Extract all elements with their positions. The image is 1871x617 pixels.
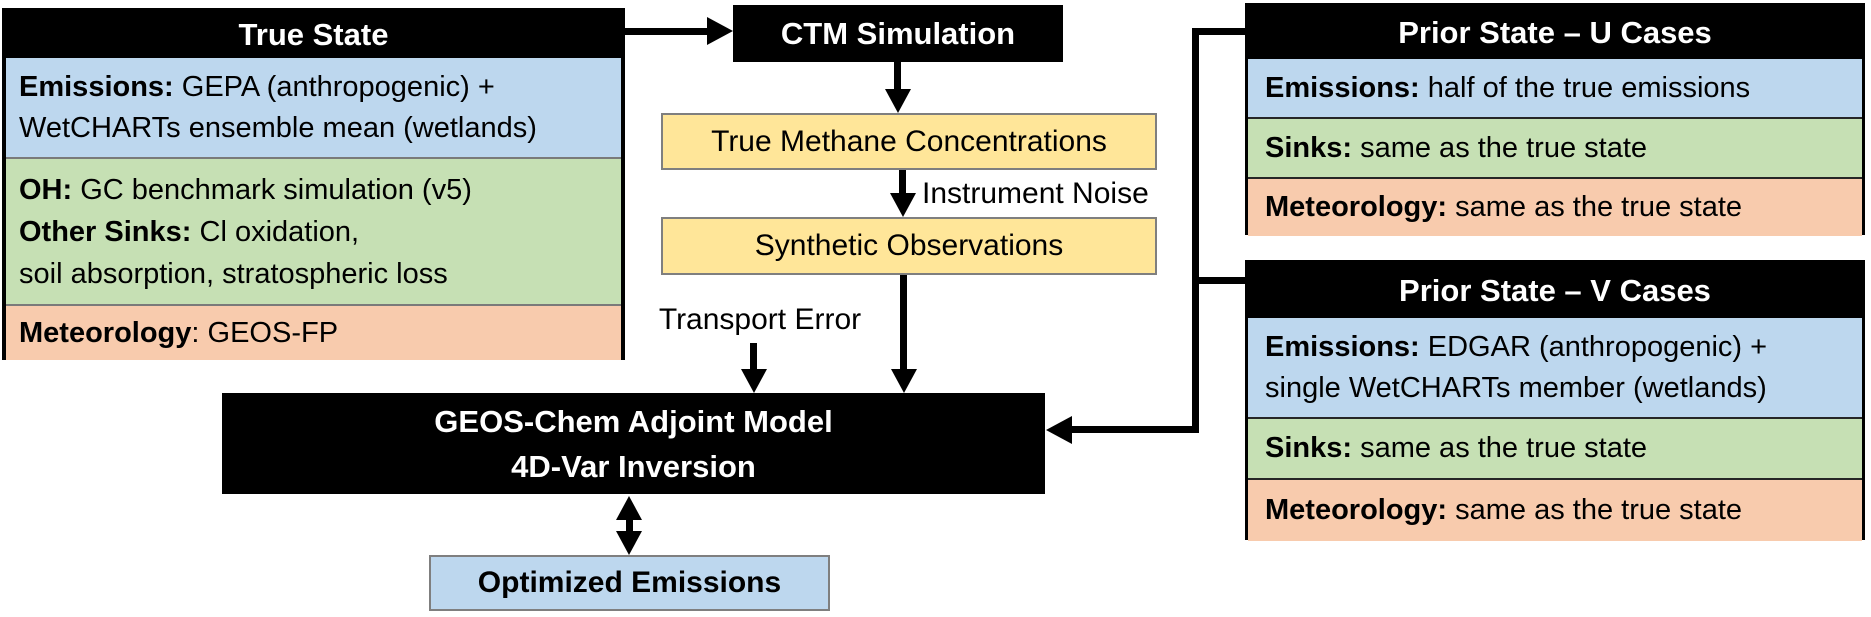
prior-connector-top-segment: [1192, 28, 1245, 35]
arrow-concentrations-to-observations-line: [899, 170, 906, 194]
adjoint-model-line1: GEOS-Chem Adjoint Model: [434, 403, 833, 439]
transport-error-label: Transport Error: [658, 303, 862, 336]
emissions-line1: Emissions: GEPA (anthropogenic) +: [19, 70, 495, 103]
arrow-adjoint-optimized-line: [626, 517, 633, 534]
prior-v-sinks-section: Sinks: same as the true state: [1248, 417, 1862, 478]
true-state-header: True State: [6, 12, 621, 58]
arrow-observations-to-adjoint-line: [900, 275, 907, 369]
prior-v-emissions-line1: Emissions: EDGAR (anthropogenic) +: [1265, 330, 1768, 363]
true-state-sinks-section: OH: GC benchmark simulation (v5) Other S…: [6, 157, 621, 304]
optimized-emissions-box: Optimized Emissions: [429, 555, 830, 611]
arrow-transport-error-line: [750, 343, 757, 369]
adjoint-model-box: GEOS-Chem Adjoint Model 4D-Var Inversion: [222, 393, 1045, 494]
emissions-line2: WetCHARTs ensemble mean (wetlands): [19, 111, 537, 144]
ctm-simulation-box: CTM Simulation: [733, 5, 1063, 62]
true-state-title: True State: [238, 17, 389, 52]
prior-connector-bottom-segment: [1070, 426, 1199, 433]
true-methane-concentrations-box: True Methane Concentrations: [661, 113, 1157, 170]
prior-connector-mid-segment: [1192, 277, 1245, 284]
prior-u-box: Prior State – U Cases Emissions: half of…: [1245, 3, 1865, 236]
prior-v-box: Prior State – V Cases Emissions: EDGAR (…: [1245, 260, 1865, 541]
prior-connector-vertical: [1192, 28, 1199, 433]
prior-u-emissions-section: Emissions: half of the true emissions: [1248, 59, 1862, 117]
true-state-box: True State Emissions: GEPA (anthropogeni…: [2, 8, 625, 360]
meteorology-line: Meteorology: GEOS-FP: [19, 316, 339, 349]
arrow-ctm-to-concentrations-head: [885, 89, 911, 113]
prior-v-meteorology-section: Meteorology: same as the true state: [1248, 478, 1862, 541]
ctm-simulation-title: CTM Simulation: [780, 15, 1016, 51]
prior-v-emissions-section: Emissions: EDGAR (anthropogenic) + singl…: [1248, 318, 1862, 417]
prior-connector-to-adjoint-head: [1046, 416, 1072, 444]
prior-v-header: Prior State – V Cases: [1248, 263, 1862, 318]
prior-u-title: Prior State – U Cases: [1398, 14, 1712, 50]
arrow-transport-error-head: [741, 369, 767, 393]
prior-u-sinks-line: Sinks: same as the true state: [1265, 131, 1648, 164]
true-state-emissions-section: Emissions: GEPA (anthropogenic) + WetCHA…: [6, 58, 621, 157]
prior-u-sinks-section: Sinks: same as the true state: [1248, 117, 1862, 177]
synthetic-observations-box: Synthetic Observations: [661, 217, 1157, 275]
true-methane-concentrations-label: True Methane Concentrations: [711, 124, 1107, 158]
prior-u-header: Prior State – U Cases: [1248, 6, 1862, 59]
prior-u-meteorology-line: Meteorology: same as the true state: [1265, 191, 1743, 223]
oh-line: OH: GC benchmark simulation (v5): [19, 173, 472, 206]
arrow-truestate-to-ctm-head: [707, 17, 733, 45]
prior-v-meteorology-line: Meteorology: same as the true state: [1265, 494, 1743, 526]
sinks-line3: soil absorption, stratospheric loss: [19, 257, 448, 290]
arrow-concentrations-to-observations-head: [890, 193, 916, 217]
arrow-ctm-to-concentrations-line: [894, 62, 901, 91]
instrument-noise-label: Instrument Noise: [922, 177, 1149, 210]
prior-v-sinks-line: Sinks: same as the true state: [1265, 432, 1648, 464]
prior-u-emissions-line: Emissions: half of the true emissions: [1265, 71, 1751, 104]
other-sinks-line: Other Sinks: Cl oxidation,: [19, 215, 360, 248]
synthetic-observations-label: Synthetic Observations: [754, 229, 1064, 262]
prior-u-meteorology-section: Meteorology: same as the true state: [1248, 177, 1862, 236]
arrow-truestate-to-ctm-line: [625, 28, 709, 35]
arrow-adjoint-optimized-down-head: [616, 531, 642, 555]
prior-v-emissions-line2: single WetCHARTs member (wetlands): [1265, 371, 1767, 404]
arrow-adjoint-optimized-up-head: [616, 496, 642, 520]
arrow-observations-to-adjoint-head: [891, 369, 917, 393]
true-state-meteorology-section: Meteorology: GEOS-FP: [6, 304, 621, 360]
adjoint-model-line2: 4D-Var Inversion: [511, 448, 756, 484]
prior-v-title: Prior State – V Cases: [1399, 272, 1711, 308]
optimized-emissions-label: Optimized Emissions: [477, 566, 782, 599]
